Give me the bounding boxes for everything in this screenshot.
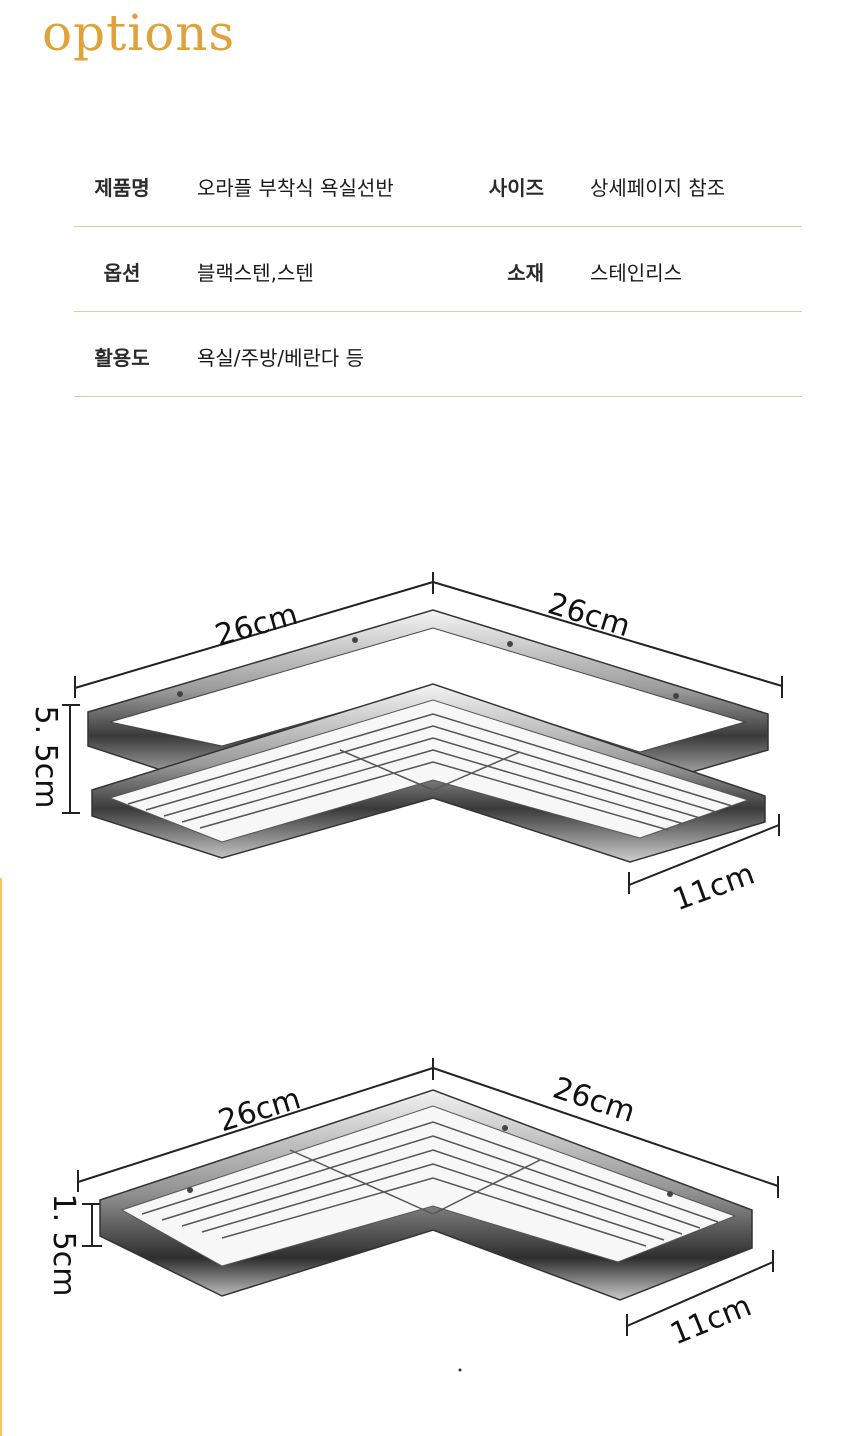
dimension-label-left-length: 26cm [214, 1081, 304, 1139]
spec-row: 제품명 오라플 부착식 욕실선반 사이즈 상세페이지 참조 [74, 142, 802, 227]
spec-table: 제품명 오라플 부착식 욕실선반 사이즈 상세페이지 참조 옵션 블랙스텐,스텐… [74, 142, 802, 397]
spec-label-size: 사이즈 [488, 176, 544, 200]
page-title: options [42, 4, 236, 62]
shelf-diagram-single-tier: 26cm 26cm 1. 5cm 11cm [46, 1058, 779, 1372]
spec-label-option: 옵션 [103, 261, 141, 285]
dimension-label-right-length: 26cm [544, 586, 634, 644]
spec-value-usage: 욕실/주방/베란다 등 [197, 346, 365, 370]
spec-value-product-name: 오라플 부착식 욕실선반 [197, 176, 394, 200]
dimension-label-depth: 11cm [665, 1288, 756, 1352]
spec-row: 옵션 블랙스텐,스텐 소재 스테인리스 [74, 227, 802, 312]
shelf-diagram-two-tier: 26cm 26cm 5. 5cm 11cm [28, 572, 783, 919]
spec-label-product-name: 제품명 [94, 176, 150, 200]
side-accent-line [0, 878, 2, 1436]
spec-row: 활용도 욕실/주방/베란다 등 [74, 312, 802, 397]
spec-label-usage: 활용도 [94, 346, 150, 370]
dimension-label-height: 5. 5cm [28, 706, 63, 809]
dimension-label-depth: 11cm [668, 857, 759, 919]
dimension-label-right-length: 26cm [549, 1071, 640, 1130]
spec-value-option: 블랙스텐,스텐 [197, 261, 314, 285]
dimension-label-height: 1. 5cm [46, 1194, 81, 1297]
spec-label-material: 소재 [507, 261, 544, 285]
spec-value-material: 스테인리스 [590, 261, 682, 285]
dimension-label-left-length: 26cm [211, 597, 301, 654]
spec-value-size: 상세페이지 참조 [590, 176, 726, 200]
